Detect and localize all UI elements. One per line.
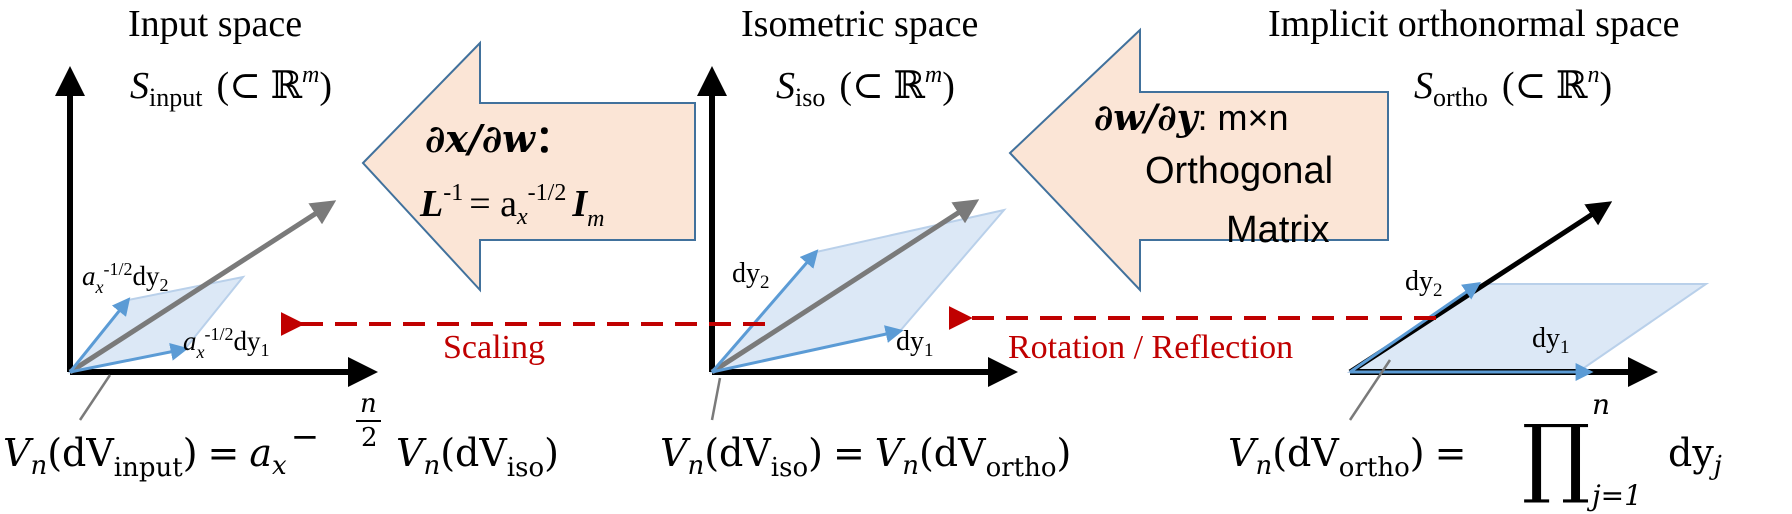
partial-w-over-y: ∂w/∂y <box>1094 97 1200 139</box>
big-arrow-right: ∂w/∂y: m×n Orthogonal Matrix <box>1008 27 1389 293</box>
product-term: dyj <box>1668 431 1722 481</box>
panel-input-space: Input space Sinput(⊂ ℝm) ax-1/2dy2 ax-1/… <box>3 3 559 483</box>
input-space-symbol: Sinput(⊂ ℝm) <box>130 62 332 112</box>
input-gray-vector <box>68 200 337 375</box>
I-symbol: I <box>571 183 588 225</box>
panel-isometric-space: Isometric space Siso(⊂ ℝm) dy2 dy1 Vn(dV… <box>660 3 1071 483</box>
dashed-arrow-rotation: Rotation / Reflection <box>948 306 1436 366</box>
input-vector-dy1 <box>69 342 189 374</box>
ortho-space-title: Implicit orthonormal space <box>1268 3 1680 45</box>
scaling-label: Scaling <box>443 329 545 366</box>
svg-text:L-1= ax-1/2Im: L-1= ax-1/2Im <box>419 180 604 232</box>
orthogonal-label: Orthogonal <box>1145 150 1333 192</box>
ortho-volume-formula: Vn(dVortho)= <box>1228 431 1466 483</box>
matrix-dims: : m×n <box>1198 97 1289 138</box>
input-dy1-label: ax-1/2dy1 <box>183 324 270 362</box>
rotation-reflection-label: Rotation / Reflection <box>1008 329 1293 366</box>
input-volume-formula: Vn(dVinput)=ax− <box>3 417 319 483</box>
ortho-parallelogram <box>1346 283 1710 373</box>
matrix-label: Matrix <box>1226 209 1329 251</box>
equals-a: = a <box>469 183 517 225</box>
a-exponent: -1/2 <box>528 180 567 206</box>
input-space-title: Input space <box>128 3 302 45</box>
iso-leader-line <box>710 377 722 421</box>
svg-text:∂x/∂w：: ∂x/∂w： <box>425 116 573 161</box>
input-leader-line <box>78 374 112 421</box>
input-exp-denominator: 2 <box>361 423 378 453</box>
input-volume-rhs: Vn(dViso) <box>396 431 559 483</box>
colon: ： <box>535 116 573 161</box>
iso-volume-formula: Vn(dViso)=Vn(dVortho) <box>660 431 1071 483</box>
partial-x-over-w: ∂x/∂w <box>425 116 536 161</box>
product-symbol: ∏ <box>1522 407 1590 507</box>
product-lower-limit: j=1 <box>1586 479 1642 512</box>
input-dy2-label: ax-1/2dy2 <box>82 259 169 297</box>
iso-dy1-label: dy1 <box>896 326 934 361</box>
iso-space-symbol: Siso(⊂ ℝm) <box>776 62 955 112</box>
svg-text:∂w/∂y: m×n: ∂w/∂y: m×n <box>1094 97 1289 139</box>
input-vector-dy2 <box>68 297 131 373</box>
iso-gray-vector <box>710 199 980 375</box>
ortho-space-symbol: Sortho(⊂ ℝn) <box>1414 62 1612 112</box>
ortho-dy1-label: dy1 <box>1532 323 1570 358</box>
panel-orthonormal-space: Implicit orthonormal space Sortho(⊂ ℝn) … <box>1228 3 1722 512</box>
L-symbol: L <box>419 183 443 225</box>
ortho-leader-line <box>1348 359 1392 421</box>
iso-vector-dy1 <box>711 325 904 374</box>
input-exp-numerator: n <box>360 389 377 419</box>
ortho-vector-dy2 <box>1349 281 1481 374</box>
ortho-dy2-label: dy2 <box>1405 266 1443 301</box>
iso-space-title: Isometric space <box>741 3 978 45</box>
iso-dy2-label: dy2 <box>732 258 770 293</box>
a-subscript: x <box>516 204 528 230</box>
dashed-arrow-scaling: Scaling <box>280 312 765 366</box>
I-subscript: m <box>587 206 604 232</box>
iso-parallelogram <box>709 208 1007 374</box>
L-exponent: -1 <box>443 180 463 206</box>
product-upper-limit: n <box>1592 388 1610 421</box>
iso-vector-dy2 <box>710 249 819 373</box>
